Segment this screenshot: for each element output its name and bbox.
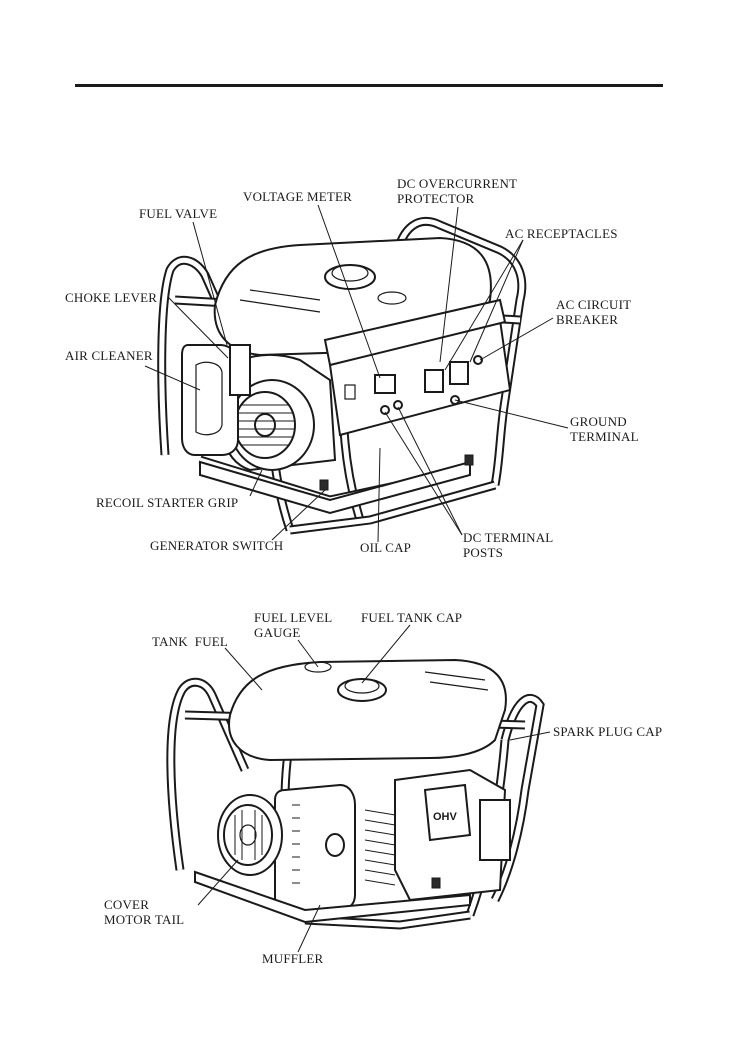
label-dc-terminal-posts: DC TERMINAL POSTS [463, 530, 553, 560]
label-ac-circuit-breaker: AC CIRCUIT BREAKER [556, 297, 631, 327]
label-spark-plug-cap: SPARK PLUG CAP [553, 724, 662, 739]
label-muffler: MUFFLER [262, 951, 323, 966]
fuel-tank-rear [229, 660, 506, 760]
label-oil-cap: OIL CAP [360, 540, 411, 555]
label-fuel-valve: FUEL VALVE [139, 206, 217, 221]
label-dc-overcurrent-protector: DC OVERCURRENT PROTECTOR [397, 176, 517, 206]
muffler-rear [275, 785, 395, 915]
label-fuel-tank-cap: FUEL TANK CAP [361, 610, 462, 625]
label-air-cleaner: AIR CLEANER [65, 348, 153, 363]
engine-rear: OHV [395, 770, 510, 900]
label-choke-lever: CHOKE LEVER [65, 290, 157, 305]
label-voltage-meter: VOLTAGE METER [243, 189, 352, 204]
label-tank-fuel: TANK FUEL [152, 634, 228, 649]
label-fuel-level-gauge: FUEL LEVEL GAUGE [254, 610, 332, 640]
motor-tail-cover-rear [218, 795, 282, 875]
label-recoil-starter-grip: RECOIL STARTER GRIP [96, 495, 238, 510]
label-ac-receptacles: AC RECEPTACLES [505, 226, 618, 241]
label-cover-motor-tail: COVER MOTOR TAIL [104, 897, 184, 927]
ohv-badge-text: OHV [433, 811, 458, 823]
label-generator-switch: GENERATOR SWITCH [150, 538, 283, 553]
label-ground-terminal: GROUND TERMINAL [570, 414, 639, 444]
